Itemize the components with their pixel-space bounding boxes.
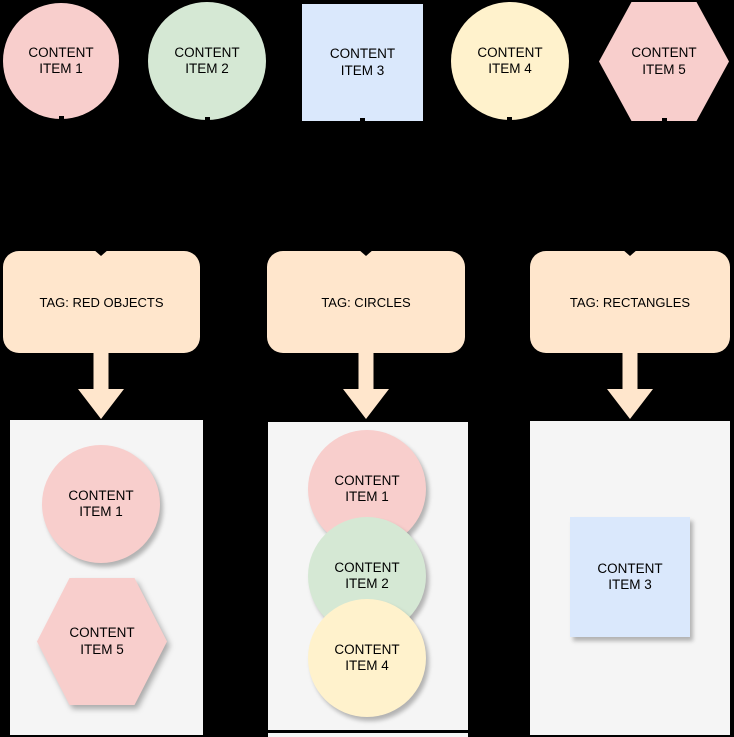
connector-stub: [205, 117, 210, 123]
grouped-content-item-3: CONTENT ITEM 3: [570, 517, 690, 637]
content-item-3: CONTENT ITEM 3: [302, 4, 423, 121]
connector-stub: [360, 118, 365, 124]
group-red-objects: CONTENT ITEM 1 CONTENT ITEM 5: [10, 420, 203, 735]
grouped-content-item-4: CONTENT ITEM 4: [308, 599, 426, 717]
content-item-1-label: CONTENT ITEM 1: [28, 44, 94, 76]
group-rectangles: CONTENT ITEM 3: [530, 421, 730, 735]
grouped-content-item-1: CONTENT ITEM 1: [42, 445, 160, 563]
tag-circles-label: TAG: CIRCLES: [321, 294, 411, 310]
down-arrow-icon: [78, 353, 124, 419]
down-arrow-icon: [343, 353, 389, 419]
connector-stub: [662, 118, 667, 124]
content-item-4: CONTENT ITEM 4: [451, 2, 569, 120]
grouped-content-item-5-hexagon: CONTENT ITEM 5: [37, 578, 167, 705]
content-item-2-label: CONTENT ITEM 2: [174, 44, 240, 76]
connector-stub: [507, 117, 512, 123]
content-item-5-label: CONTENT ITEM 5: [631, 45, 697, 77]
content-item-3-label: CONTENT ITEM 3: [329, 46, 396, 78]
tag-rectangles-label: TAG: RECTANGLES: [569, 294, 691, 310]
grouped-content-item-5-label: CONTENT ITEM 5: [69, 625, 135, 657]
down-arrow-icon: [607, 353, 653, 419]
grouped-content-item-4-label: CONTENT ITEM 4: [334, 641, 400, 673]
content-item-5-hexagon: CONTENT ITEM 5: [599, 2, 729, 121]
tag-red-objects-label: TAG: RED OBJECTS: [39, 294, 164, 310]
content-item-4-label: CONTENT ITEM 4: [477, 44, 543, 76]
grouped-content-item-2-label: CONTENT ITEM 2: [334, 559, 400, 591]
connector-stub: [59, 116, 64, 122]
tag-circles: TAG: CIRCLES: [267, 251, 465, 353]
content-item-2: CONTENT ITEM 2: [148, 2, 266, 120]
grouped-content-item-5: CONTENT ITEM 5: [37, 578, 167, 705]
content-item-5: CONTENT ITEM 5: [599, 2, 729, 121]
content-item-1: CONTENT ITEM 1: [3, 3, 119, 119]
stray-connector-line: [268, 730, 468, 733]
grouped-content-item-3-label: CONTENT ITEM 3: [597, 560, 663, 592]
connector-arrowhead-icon: [93, 249, 109, 256]
tag-rectangles: TAG: RECTANGLES: [530, 251, 730, 353]
connector-arrowhead-icon: [622, 249, 638, 256]
connector-arrowhead-icon: [358, 249, 374, 256]
group-circles: CONTENT ITEM 1 CONTENT ITEM 2 CONTENT IT…: [268, 422, 468, 737]
tag-red-objects: TAG: RED OBJECTS: [3, 251, 200, 353]
grouped-content-item-1-label: CONTENT ITEM 1: [334, 472, 400, 504]
grouped-content-item-1-label: CONTENT ITEM 1: [68, 487, 134, 519]
